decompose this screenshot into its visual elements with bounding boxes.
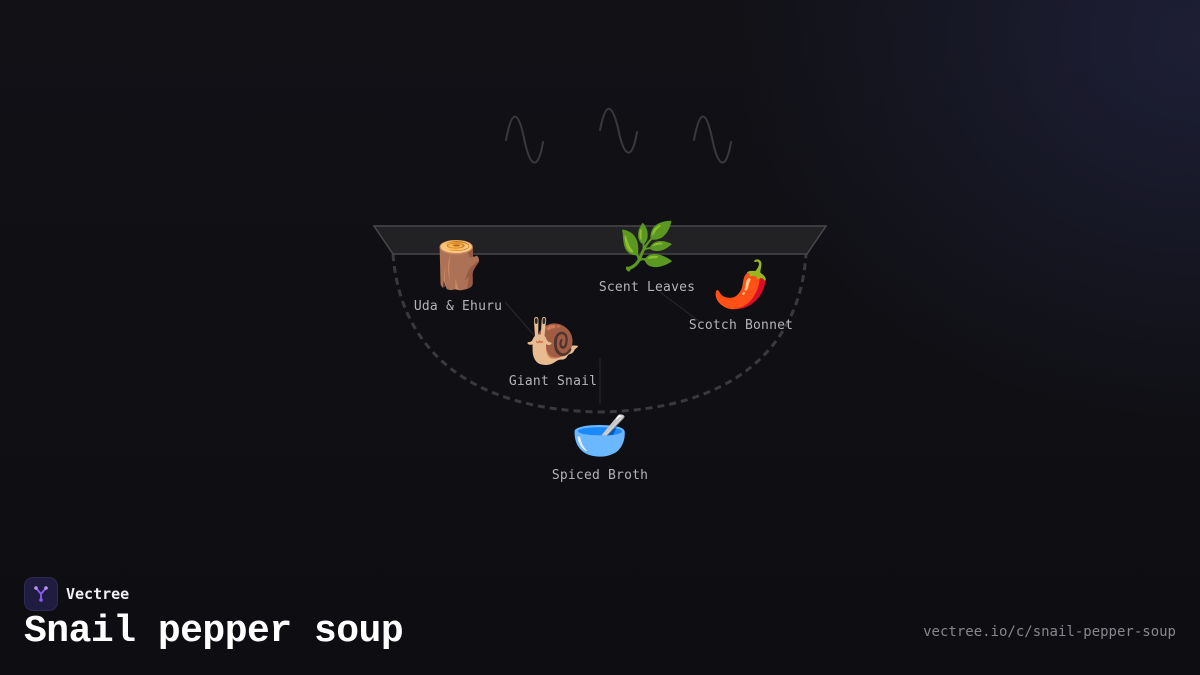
snail-icon: 🐌: [524, 314, 582, 368]
bowl-with-spoon-icon: 🥣: [571, 408, 629, 462]
log-icon: 🪵: [429, 238, 487, 292]
node-label-giant-snail: Giant Snail: [508, 374, 598, 389]
vectree-tree-logo-icon: [24, 577, 58, 611]
node-label-spiced-broth: Spiced Broth: [551, 468, 649, 483]
page-url[interactable]: vectree.io/c/snail-pepper-soup: [923, 624, 1176, 640]
page-title: Snail pepper soup: [24, 610, 404, 653]
steam-line-middle: [599, 107, 638, 154]
brand: Vectree: [24, 577, 129, 611]
node-label-scent-leaves: Scent Leaves: [598, 280, 696, 295]
brand-name: Vectree: [66, 585, 130, 603]
edges: [504, 291, 701, 404]
edge-scent-to-bonnet: [659, 291, 701, 323]
pot-body-outline: [391, 253, 808, 414]
node-label-scotch-bonnet: Scotch Bonnet: [688, 318, 794, 333]
hot-pepper-icon: 🌶️: [712, 257, 770, 311]
node-label-uda-ehuru: Uda & Ehuru: [413, 299, 503, 314]
steam-wavy-lines-icon: [505, 107, 732, 164]
edge-uda-to-snail: [504, 301, 541, 343]
steam-line-left: [505, 115, 544, 164]
herb-icon: 🌿: [618, 219, 676, 273]
steam-line-right: [693, 115, 732, 164]
pot-rim: [372, 225, 828, 255]
